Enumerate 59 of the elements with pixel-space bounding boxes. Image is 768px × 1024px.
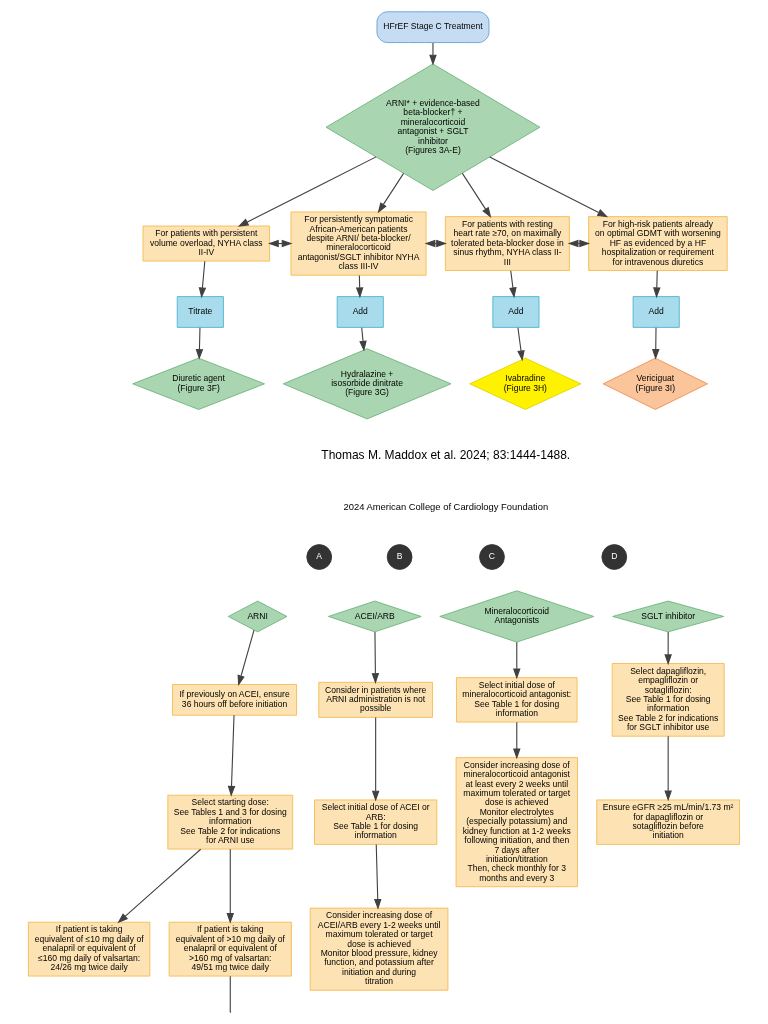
node-circle: D: [601, 544, 628, 570]
arrow: [653, 270, 661, 299]
arrow: [509, 270, 517, 299]
node-box: Select initial dose of mineralocorticoid antagonist: See Table 1 for dosing information: [456, 677, 578, 723]
arrow: [371, 716, 380, 802]
node-box: Titrate: [176, 296, 224, 328]
node-diamond: ARNI* + evidence-based beta-blocker† + mineralocorticoid antagonist + SGLT inhibitor (Figures 3A-E): [325, 63, 541, 191]
node-diamond: Vericiguat (Figure 3I): [602, 357, 708, 410]
label: 2024 American College of Cardiology Foundation: [343, 501, 549, 513]
arrow: [651, 327, 660, 360]
arrow: [429, 42, 437, 66]
node-box: Select starting dose: See Tables 1 and 3 for dosing information See Table 2 for indications for ARNI use: [167, 794, 294, 850]
node-diamond: ARNI: [227, 600, 288, 633]
node-box: If previously on ACEI, ensure 36 hours off before initiation: [172, 684, 297, 716]
arrow: [195, 327, 204, 360]
arrow: [461, 172, 492, 218]
arrow: [227, 714, 236, 797]
label: Thomas M. Maddox et al. 2024; 83:1444-1488.: [321, 447, 571, 462]
node-box: Add: [492, 296, 540, 328]
node-box: Select dapagliflozin, empagliflozin or sotagliflozin: See Table 1 for dosing information See Table 2 for indications for SGLT inhibitor use: [611, 663, 725, 737]
node-diamond: Diuretic agent (Figure 3F): [132, 357, 265, 410]
node-box: Add: [632, 296, 680, 328]
arrow: [237, 629, 255, 686]
node-box: Consider in patients where ARNI administration is not possible: [318, 681, 433, 718]
arrow: [371, 631, 380, 684]
connector: [229, 975, 231, 1013]
node-box: If patient is taking equivalent of ≤10 mg daily of enalapril or equivalent of ≤160 mg daily of valsartan: 24/26 mg twice daily: [28, 921, 151, 977]
node-circle: A: [306, 544, 333, 570]
node-diamond: Ivabradine (Figure 3H): [469, 357, 582, 410]
arrow: [513, 721, 521, 760]
arrow: [359, 327, 367, 352]
arrow: [373, 844, 382, 910]
node-diamond: Mineralocorticoid Antagonists: [439, 590, 595, 643]
node-circle: B: [386, 544, 413, 570]
node-box: For patients with resting heart rate ≥70, on maximally tolerated beta-blocker dose in sinus rhythm, NYHA class II-III: [444, 216, 570, 271]
node-box: If patient is taking equivalent of >10 mg daily of enalapril or equivalent of >160 mg of valsartan: 49/51 mg twice daily: [168, 921, 292, 977]
arrow: [377, 172, 405, 214]
arrow: [664, 735, 672, 802]
arrow: [198, 260, 207, 299]
node-box: For high-risk patients already on optimal GDMT with worsening HF as evidenced by a HF hospitalization or requirement for intravenous diuretics: [588, 216, 728, 271]
arrow: [117, 848, 202, 924]
node-diamond: Hydralazine + isosorbide dinitrate (Figure 3G): [282, 348, 452, 420]
node-box: Ensure eGFR ≥25 mL/min/1.73 m² for dapagliflozin or sotagliflozin before initiation: [596, 799, 740, 845]
node-box: Select initial dose of ACEI or ARB: See Table 1 for dosing information: [314, 799, 438, 845]
node-diamond: SGLT inhibitor: [612, 600, 725, 633]
node-box: Add: [336, 296, 384, 328]
node-box: HFrEF Stage C Treatment: [376, 11, 490, 43]
node-box: For persistently symptomatic African-American patients despite ARNI/ beta-blocker/ mineralocorticoid antagonist/SGLT inhibitor NYHA class III-IV: [290, 211, 427, 276]
arrow: [489, 156, 609, 218]
arrow: [237, 156, 377, 227]
node-box: Consider increasing dose of mineralocorticoid antagonist at least every 2 weeks until maximum tolerated or target dose is achieved Monitor electrolytes (especially potassium) and kidney function at 1-2 weeks following initiation, and then 7 days after initiation/titration Then, check monthly for 3 months and every 3: [455, 757, 578, 888]
arrow: [513, 641, 521, 680]
node-circle: C: [479, 544, 505, 570]
arrow: [226, 848, 235, 924]
node-box: For patients with persistent volume overload, NYHA class II-IV: [142, 225, 271, 262]
arrow: [664, 631, 672, 666]
node-box: Consider increasing dose of ACEI/ARB every 1-2 weeks until maximum tolerated or target dose is achieved Monitor blood pressure, kidney function, and potassium after initiation and during titration: [309, 907, 449, 991]
arrow: [517, 327, 525, 362]
node-diamond: ACEI/ARB: [328, 600, 422, 633]
